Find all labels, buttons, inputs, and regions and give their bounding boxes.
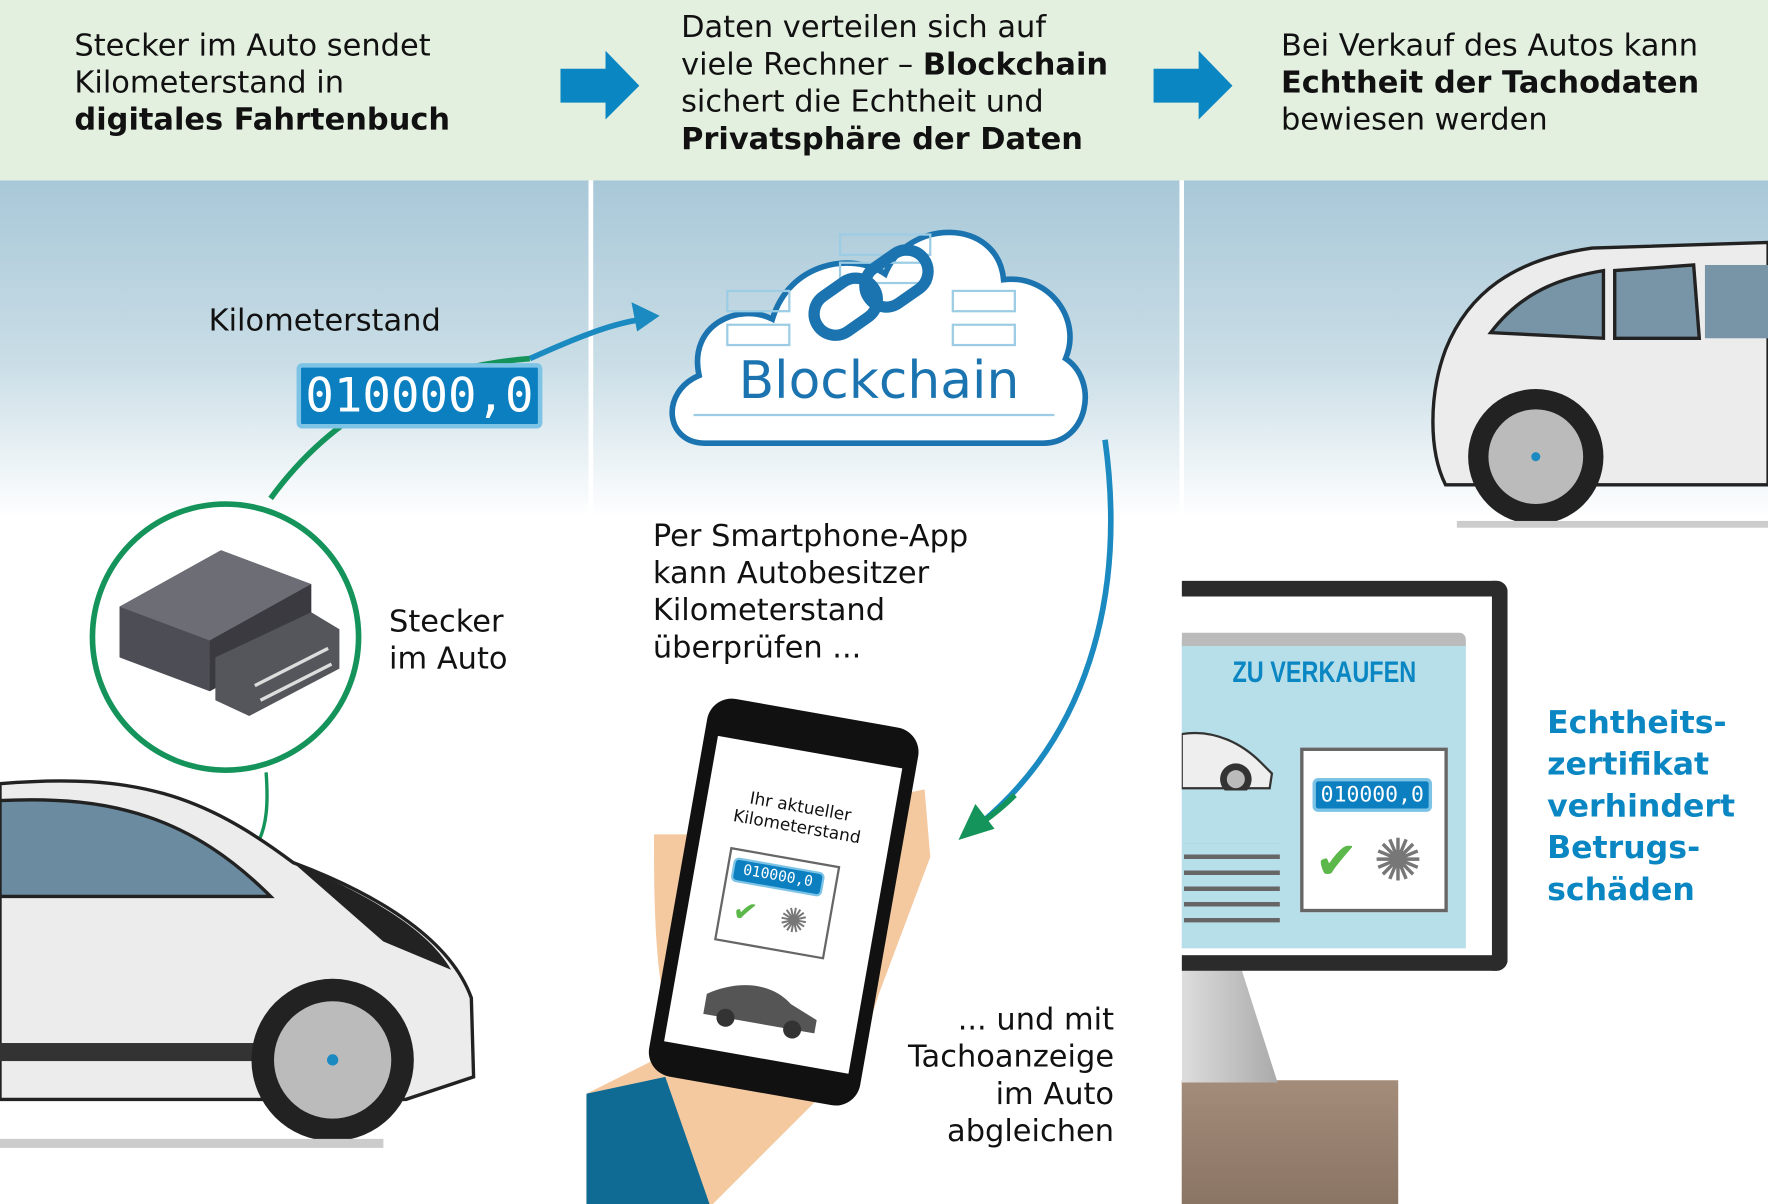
- listing-page: ZU VERKAUFEN 010000,0 ✔ ✺: [1181, 632, 1466, 949]
- seal-icon: ✺: [1373, 827, 1423, 896]
- certificate: 010000,0 ✔ ✺: [1300, 747, 1448, 913]
- listing-text-lines: [1183, 843, 1280, 923]
- phone-odometer: 010000,0: [730, 856, 826, 898]
- app-text-line: Per Smartphone-App: [652, 518, 969, 554]
- step2-bold2: Privatsphäre der Daten: [681, 121, 1083, 157]
- verify-arrow: [958, 439, 1114, 841]
- check-icon: ✔: [1314, 829, 1359, 891]
- step2-line2: viele Rechner –: [681, 47, 923, 83]
- app-text-line: kann Autobesitzer: [652, 555, 930, 591]
- certificate-odometer: 010000,0: [1312, 778, 1433, 812]
- phone-certificate: 010000,0 ✔ ✺: [713, 846, 841, 960]
- step3-line1: Bei Verkauf des Autos kann: [1280, 28, 1699, 64]
- odometer-display: 010000,0: [296, 363, 543, 429]
- arrow-right-icon: [1153, 50, 1233, 120]
- phone-screen: Ihr aktueller Kilometerstand 010000,0 ✔ …: [664, 735, 903, 1074]
- app-text: Per Smartphone-App kann Autobesitzer Kil…: [653, 518, 968, 667]
- certificate-text-line: zertifikat: [1547, 745, 1710, 783]
- compare-text-line: abgleichen: [947, 1114, 1115, 1150]
- app-text-line: überprüfen ...: [652, 630, 862, 666]
- listing-title: ZU VERKAUFEN: [1232, 655, 1417, 689]
- car-side-illustration: [1431, 240, 1768, 528]
- compare-text: ... und mit Tachoanzeige im Auto abgleic…: [857, 1001, 1114, 1150]
- plug-label: Stecker im Auto: [389, 603, 507, 677]
- blockchain-label: Blockchain: [738, 349, 1020, 411]
- step3-text: Bei Verkauf des Autos kann Echtheit der …: [1281, 27, 1699, 139]
- step1-line2: Kilometerstand in: [74, 65, 345, 101]
- step1-line1: Stecker im Auto sendet: [74, 28, 431, 64]
- desk: [1181, 1080, 1399, 1204]
- divider: [588, 180, 594, 1204]
- arrow-right-icon: [560, 50, 640, 120]
- certificate-text-line: verhindert: [1547, 787, 1736, 825]
- step3-bold: Echtheit der Tachodaten: [1280, 65, 1700, 101]
- compare-text-line: im Auto: [995, 1076, 1115, 1112]
- step2-line1: Daten verteilen sich auf: [681, 10, 1047, 46]
- car-thumbnail-icon: [1181, 731, 1274, 791]
- car-front-illustration: [0, 779, 476, 1148]
- seal-icon: ✺: [776, 899, 811, 944]
- certificate-text-line: Echtheits-: [1547, 703, 1727, 741]
- step1-bold: digitales Fahrtenbuch: [74, 102, 451, 138]
- smartphone: Ihr aktueller Kilometerstand 010000,0 ✔ …: [644, 694, 923, 1110]
- compare-text-line: ... und mit: [957, 1002, 1115, 1038]
- step2-line3: sichert die Echtheit und: [681, 84, 1044, 120]
- car-icon: [703, 985, 817, 1039]
- step2-text: Daten verteilen sich auf viele Rechner –…: [681, 9, 1108, 158]
- monitor: ZU VERKAUFEN 010000,0 ✔ ✺: [1181, 580, 1508, 971]
- compare-text-line: Tachoanzeige: [907, 1039, 1115, 1075]
- certificate-text: Echtheits- zertifikat verhindert Betrugs…: [1547, 701, 1735, 910]
- plug-label-line2: im Auto: [389, 641, 508, 677]
- certificate-text-line: schäden: [1547, 870, 1695, 908]
- check-icon: ✔: [730, 893, 761, 932]
- certificate-text-line: Betrugs-: [1547, 828, 1701, 866]
- step1-text: Stecker im Auto sendet Kilometerstand in…: [74, 27, 450, 139]
- step3-line3: bewiesen werden: [1280, 102, 1548, 138]
- step2-bold1: Blockchain: [922, 47, 1109, 83]
- plug-label-line1: Stecker: [389, 604, 504, 640]
- chain-link-icon: [808, 244, 934, 341]
- app-text-line: Kilometerstand: [652, 593, 886, 629]
- header-band: [0, 0, 1768, 181]
- odometer-label: Kilometerstand: [208, 303, 441, 339]
- phone-title: Ihr aktueller Kilometerstand: [703, 780, 894, 852]
- obd-plug-icon: [89, 501, 362, 773]
- blockchain-cloud: [669, 229, 1089, 446]
